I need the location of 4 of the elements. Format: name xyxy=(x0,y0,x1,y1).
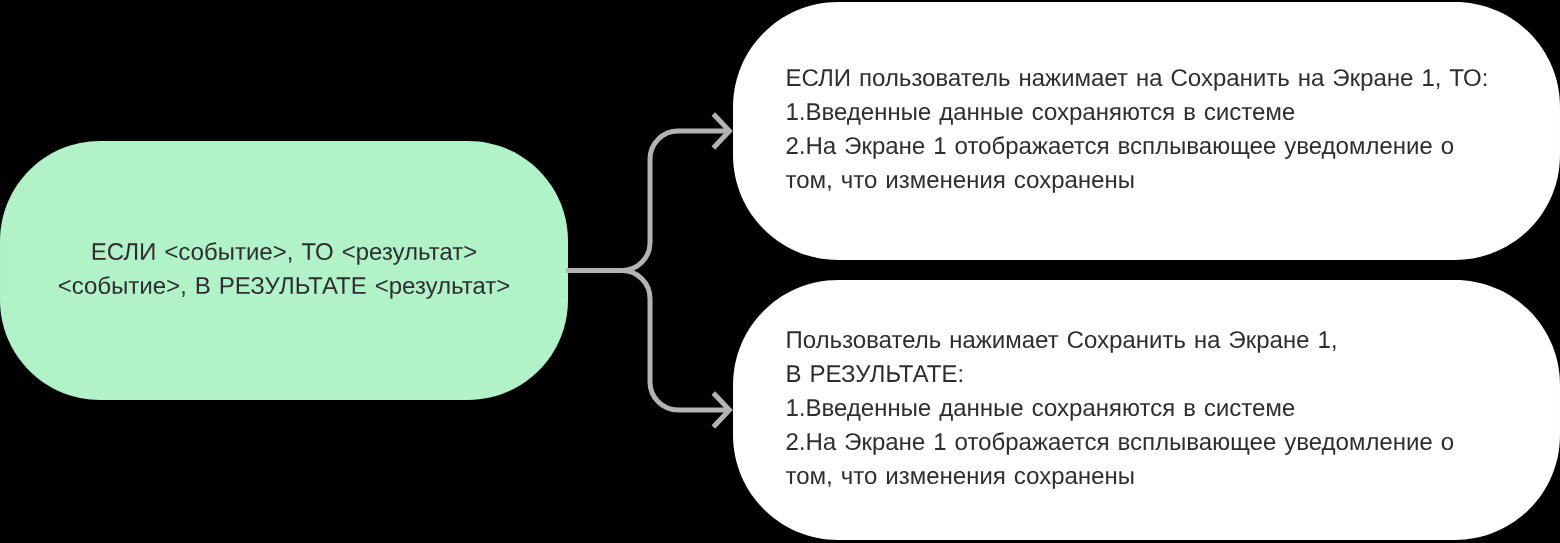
result-box: ЕСЛИ пользователь нажимает на Сохранить на Экране 1, ТО: 1.Введенные данные сохраняются в системе 2.На Экране 1 отображается всплывающее уведомление о том, что изменения сохранены xyxy=(733,2,1560,260)
condition-box: ЕСЛИ <событие>, ТО <результат> <событие>, В РЕЗУЛЬТАТЕ <результат> xyxy=(0,141,568,400)
arrow xyxy=(565,268,733,429)
result-box: Пользователь нажимает Сохранить на Экране 1, В РЕЗУЛЬТАТЕ: 1.Введенные данные сохраняются в системе 2.На Экране 1 отображается всплывающее уведомление о том, что изменения сохранены xyxy=(733,280,1560,540)
